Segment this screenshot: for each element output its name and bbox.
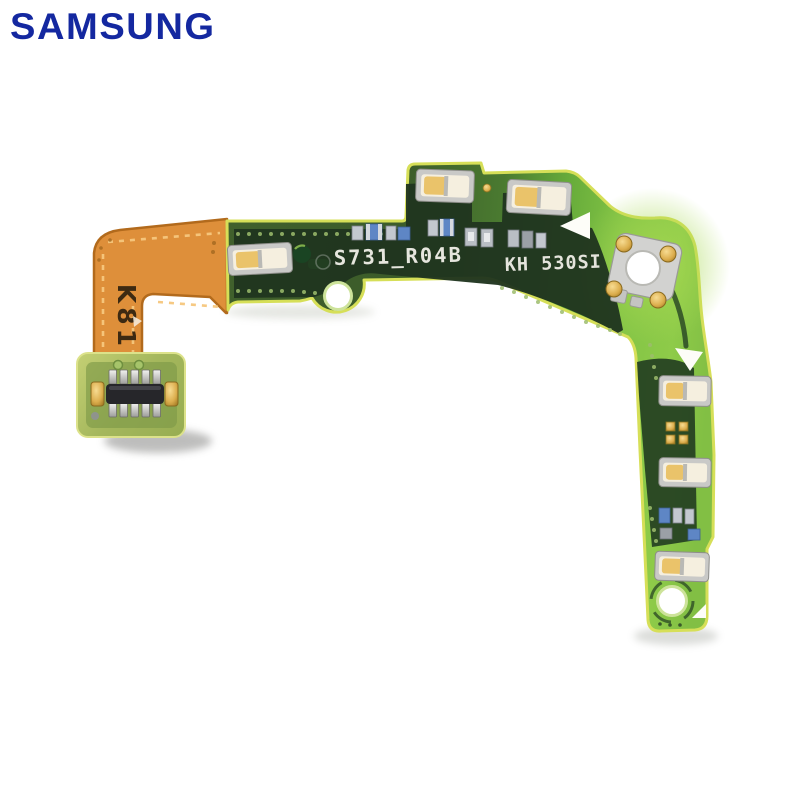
board-connector-pad — [76, 352, 186, 438]
triangle-marker-band — [560, 212, 590, 239]
flex-perforations — [101, 231, 223, 360]
bracket-gold-pad-ne — [659, 245, 677, 263]
foot-hole-silkscreen-ring — [649, 578, 695, 624]
pcb-dark-core — [234, 181, 623, 333]
flex-cable-body — [92, 217, 229, 370]
main-pcb: S731_R04B KH 530SI — [225, 161, 730, 633]
foot-edge-dots — [658, 622, 682, 627]
spring-contact-2 — [415, 168, 475, 204]
drop-shadows — [104, 305, 718, 645]
bracket-gold-pad-se — [649, 291, 667, 309]
bracket-gold-pad-sw — [605, 280, 623, 298]
connector-gold-bracket-left — [90, 381, 105, 407]
screw-hole-foot — [656, 585, 688, 617]
triangle-markers — [560, 212, 706, 618]
spring-contact-6 — [654, 550, 710, 583]
flex-texture-dots — [97, 238, 216, 262]
gold-dot — [482, 183, 492, 193]
screw-hole-left — [323, 281, 353, 311]
bracket-gold-pad-nw — [615, 235, 633, 253]
certification-stamp — [293, 244, 331, 270]
flex-marking-text: K81 — [112, 284, 141, 350]
gold-test-pads — [665, 421, 689, 445]
spring-contact-1 — [226, 242, 294, 276]
triangle-marker-foot — [692, 604, 706, 618]
bracket-hole — [625, 250, 661, 286]
spring-contact-5 — [658, 457, 712, 488]
silkscreen-secondary-text: KH 530SI — [504, 252, 602, 276]
flex-triangle-marker — [133, 316, 142, 327]
spring-contact-3 — [505, 179, 573, 216]
connector-gold-bracket-right — [164, 381, 179, 407]
smd-components — [351, 218, 701, 541]
triangle-marker-arm — [675, 348, 703, 371]
flex-cable: K81 — [92, 217, 229, 370]
camera-hole-bracket — [605, 232, 683, 309]
spring-contacts — [226, 168, 712, 583]
spring-contact-4 — [658, 375, 712, 407]
silkscreen-main-text: S731_R04B — [334, 243, 464, 270]
connector-pins — [108, 369, 161, 418]
samsung-logo: SAMSUNG — [10, 6, 216, 47]
